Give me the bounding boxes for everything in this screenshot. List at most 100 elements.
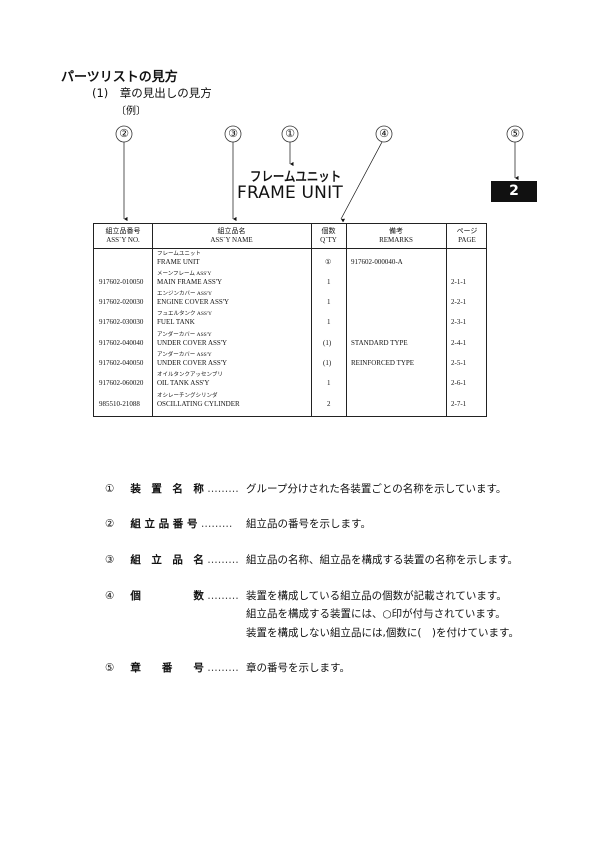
header-en: PAGE [458, 236, 476, 244]
row-qty: (1) [323, 359, 332, 367]
row-qty: 1 [327, 298, 331, 306]
legend-term: 個 数 [130, 590, 204, 602]
legend-desc: 章の番号を示します。 [246, 662, 350, 674]
legend-desc: 装置を構成している組立品の個数が記載されています。 [246, 590, 507, 602]
header-page: ページ PAGE [446, 227, 488, 245]
header-ja: 個数 [321, 227, 336, 235]
row-no: 917602-010050 [99, 278, 144, 286]
row-remarks: REINFORCED TYPE [351, 359, 415, 367]
row-kana: エンジンカバー ASS'Y [157, 291, 212, 297]
callout-2-label: ② [119, 127, 129, 140]
frame-unit-kana: フレームユニット [250, 170, 342, 185]
row-name: MAIN FRAME ASS'Y [157, 278, 223, 286]
column-divider [152, 224, 153, 416]
row-qty: (1) [323, 339, 332, 347]
row-no: 917602-060020 [99, 379, 144, 387]
row-kana: オイルタンクアッセンブリ [157, 372, 223, 378]
callout-4-label: ④ [379, 127, 389, 140]
table-row-name: フュエルタンク ASS'Y FUEL TANK [157, 311, 212, 327]
row-name: FRAME UNIT [157, 258, 200, 266]
legend-item-3: ③ 組 立 品 名 ……… [105, 552, 239, 567]
example-label: 〔例〕 [116, 106, 146, 117]
column-divider [311, 224, 312, 416]
header-remarks: 備考 REMARKS [346, 227, 446, 245]
row-qty: 1 [327, 278, 331, 286]
legend-desc: 組立品の名称、組立品を構成する装置の名称を示します。 [246, 554, 518, 566]
table-row-name: フレームユニット FRAME UNIT [157, 251, 201, 267]
section-subtitle: (1) 章の見出しの見方 [92, 86, 212, 100]
row-name: OIL TANK ASS'Y [157, 379, 210, 387]
legend-item-1: ① 装 置 名 称 ……… [105, 481, 239, 496]
arrow-4 [340, 141, 383, 223]
row-name: FUEL TANK [157, 318, 195, 326]
header-ja: ページ [456, 227, 478, 235]
header-ja: 備考 [389, 227, 403, 235]
header-assy-name: 組立品名 ASS`Y NAME [152, 227, 311, 245]
row-page: 2-2-1 [451, 298, 467, 306]
legend-desc: 組立品を構成する装置には、○印が付与されています。 [246, 608, 506, 620]
row-kana: オシレーチングシリンダ [157, 393, 218, 399]
row-name: OSCILLATING CYLINDER [157, 400, 240, 408]
header-assy-no: 組立品番号 ASS`Y NO. [94, 227, 152, 245]
callout-3-label: ③ [228, 127, 238, 140]
legend-item-4: ④ 個 数 ……… [105, 588, 239, 603]
chapter-number-badge: 2 [491, 181, 537, 202]
row-page: 2-6-1 [451, 379, 467, 387]
row-name: ENGINE COVER ASS'Y [157, 298, 230, 306]
header-en: ASS`Y NO. [106, 236, 140, 244]
row-kana: フュエルタンク ASS'Y [157, 311, 212, 317]
row-kana: メーンフレーム ASS'Y [157, 271, 212, 277]
table-row-name: オシレーチングシリンダ OSCILLATING CYLINDER [157, 393, 240, 409]
legend-dots: ……… [200, 518, 233, 530]
legend-dots: ……… [207, 483, 239, 495]
table-row-name: オイルタンクアッセンブリ OIL TANK ASS'Y [157, 372, 223, 388]
row-remarks: 917602-000040-A [351, 258, 403, 266]
legend-term: 装 置 名 称 [130, 483, 204, 495]
row-qty: ① [325, 258, 332, 266]
header-qty: 個数 Q`TY [311, 227, 346, 245]
legend-num: ③ [105, 554, 115, 566]
row-no: 985510-21088 [99, 400, 140, 408]
legend-dots: ……… [207, 662, 239, 674]
table-row-name: エンジンカバー ASS'Y ENGINE COVER ASS'Y [157, 291, 229, 307]
row-page: 2-4-1 [451, 339, 467, 347]
table-row-name: メーンフレーム ASS'Y MAIN FRAME ASS'Y [157, 271, 222, 287]
legend-term: 組 立 品 名 [130, 554, 204, 566]
page-title: パーツリストの見方 [61, 70, 178, 85]
callout-5-label: ⑤ [510, 127, 520, 140]
legend-item-2: ② 組 立 品 番 号 ……… [105, 516, 232, 531]
table-row-name: アンダーカバー ASS'Y UNDER COVER ASS'Y [157, 352, 227, 368]
row-page: 2-7-1 [451, 400, 467, 408]
header-ja: 組立品名 [217, 227, 246, 235]
legend-num: ① [105, 483, 115, 495]
row-kana: フレームユニット [157, 251, 201, 257]
row-page: 2-5-1 [451, 359, 467, 367]
legend-num: ⑤ [105, 662, 115, 674]
legend-num: ② [105, 518, 115, 530]
column-divider [346, 224, 347, 416]
header-en: Q`TY [320, 236, 337, 244]
row-name: UNDER COVER ASS'Y [157, 359, 228, 367]
row-no: 917602-040040 [99, 339, 144, 347]
legend-desc: 組立品の番号を示します。 [246, 518, 371, 530]
row-page: 2-1-1 [451, 278, 467, 286]
row-page: 2-3-1 [451, 318, 467, 326]
callout-1-label: ① [285, 127, 295, 140]
parts-list-table: 組立品番号 ASS`Y NO. 組立品名 ASS`Y NAME 個数 Q`TY … [93, 223, 487, 417]
row-qty: 2 [327, 400, 331, 408]
row-no: 917602-020030 [99, 298, 144, 306]
row-no: 917602-040050 [99, 359, 144, 367]
row-remarks: STANDARD TYPE [351, 339, 408, 347]
header-en: REMARKS [379, 236, 413, 244]
row-qty: 1 [327, 379, 331, 387]
header-divider [94, 248, 486, 249]
column-divider [446, 224, 447, 416]
legend-dots: ……… [207, 590, 239, 602]
row-kana: アンダーカバー ASS'Y [157, 352, 212, 358]
frame-unit-english: FRAME UNIT [237, 183, 343, 203]
row-kana: アンダーカバー ASS'Y [157, 332, 212, 338]
table-row-name: アンダーカバー ASS'Y UNDER COVER ASS'Y [157, 332, 227, 348]
row-qty: 1 [327, 318, 331, 326]
row-name: UNDER COVER ASS'Y [157, 339, 228, 347]
